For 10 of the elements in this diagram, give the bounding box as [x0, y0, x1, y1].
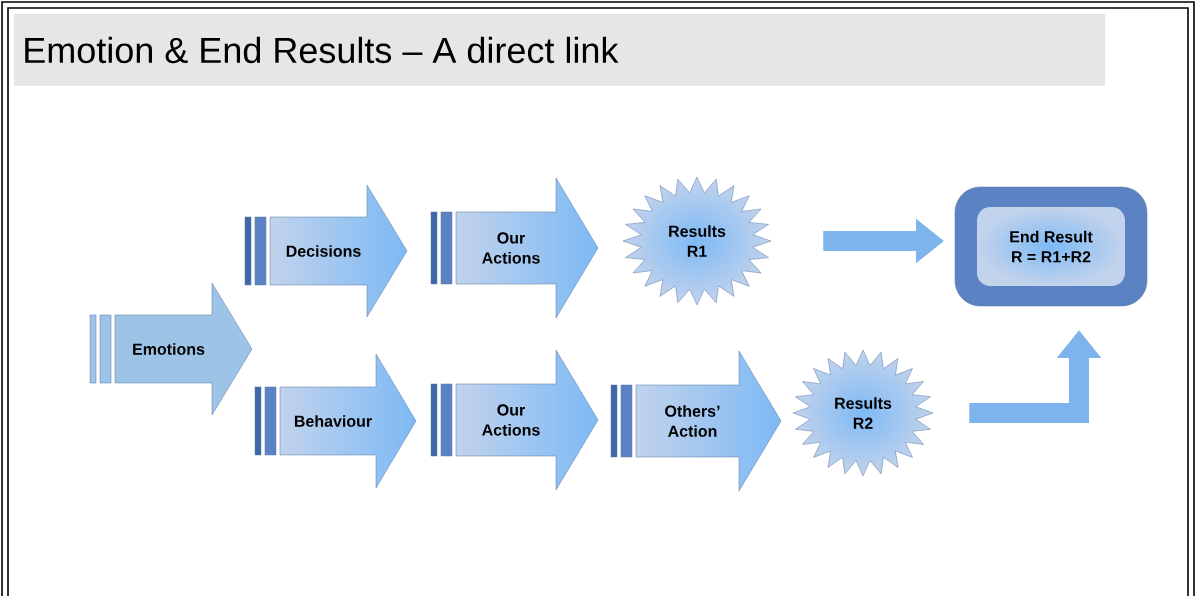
- starburst: Results R1: [622, 176, 772, 306]
- process-step: Emotions: [89, 282, 253, 416]
- process-step: Our Actions: [430, 177, 599, 319]
- process-step: Behaviour: [254, 353, 417, 489]
- process-step: Decisions: [244, 184, 408, 318]
- process-step: Our Actions: [430, 349, 599, 491]
- result-box: End Result R = R1+R2: [954, 186, 1148, 307]
- process-step: Others’ Action: [610, 350, 782, 492]
- starburst: Results R2: [792, 349, 934, 477]
- title-band: Emotion & End Results – A direct link: [14, 14, 1105, 86]
